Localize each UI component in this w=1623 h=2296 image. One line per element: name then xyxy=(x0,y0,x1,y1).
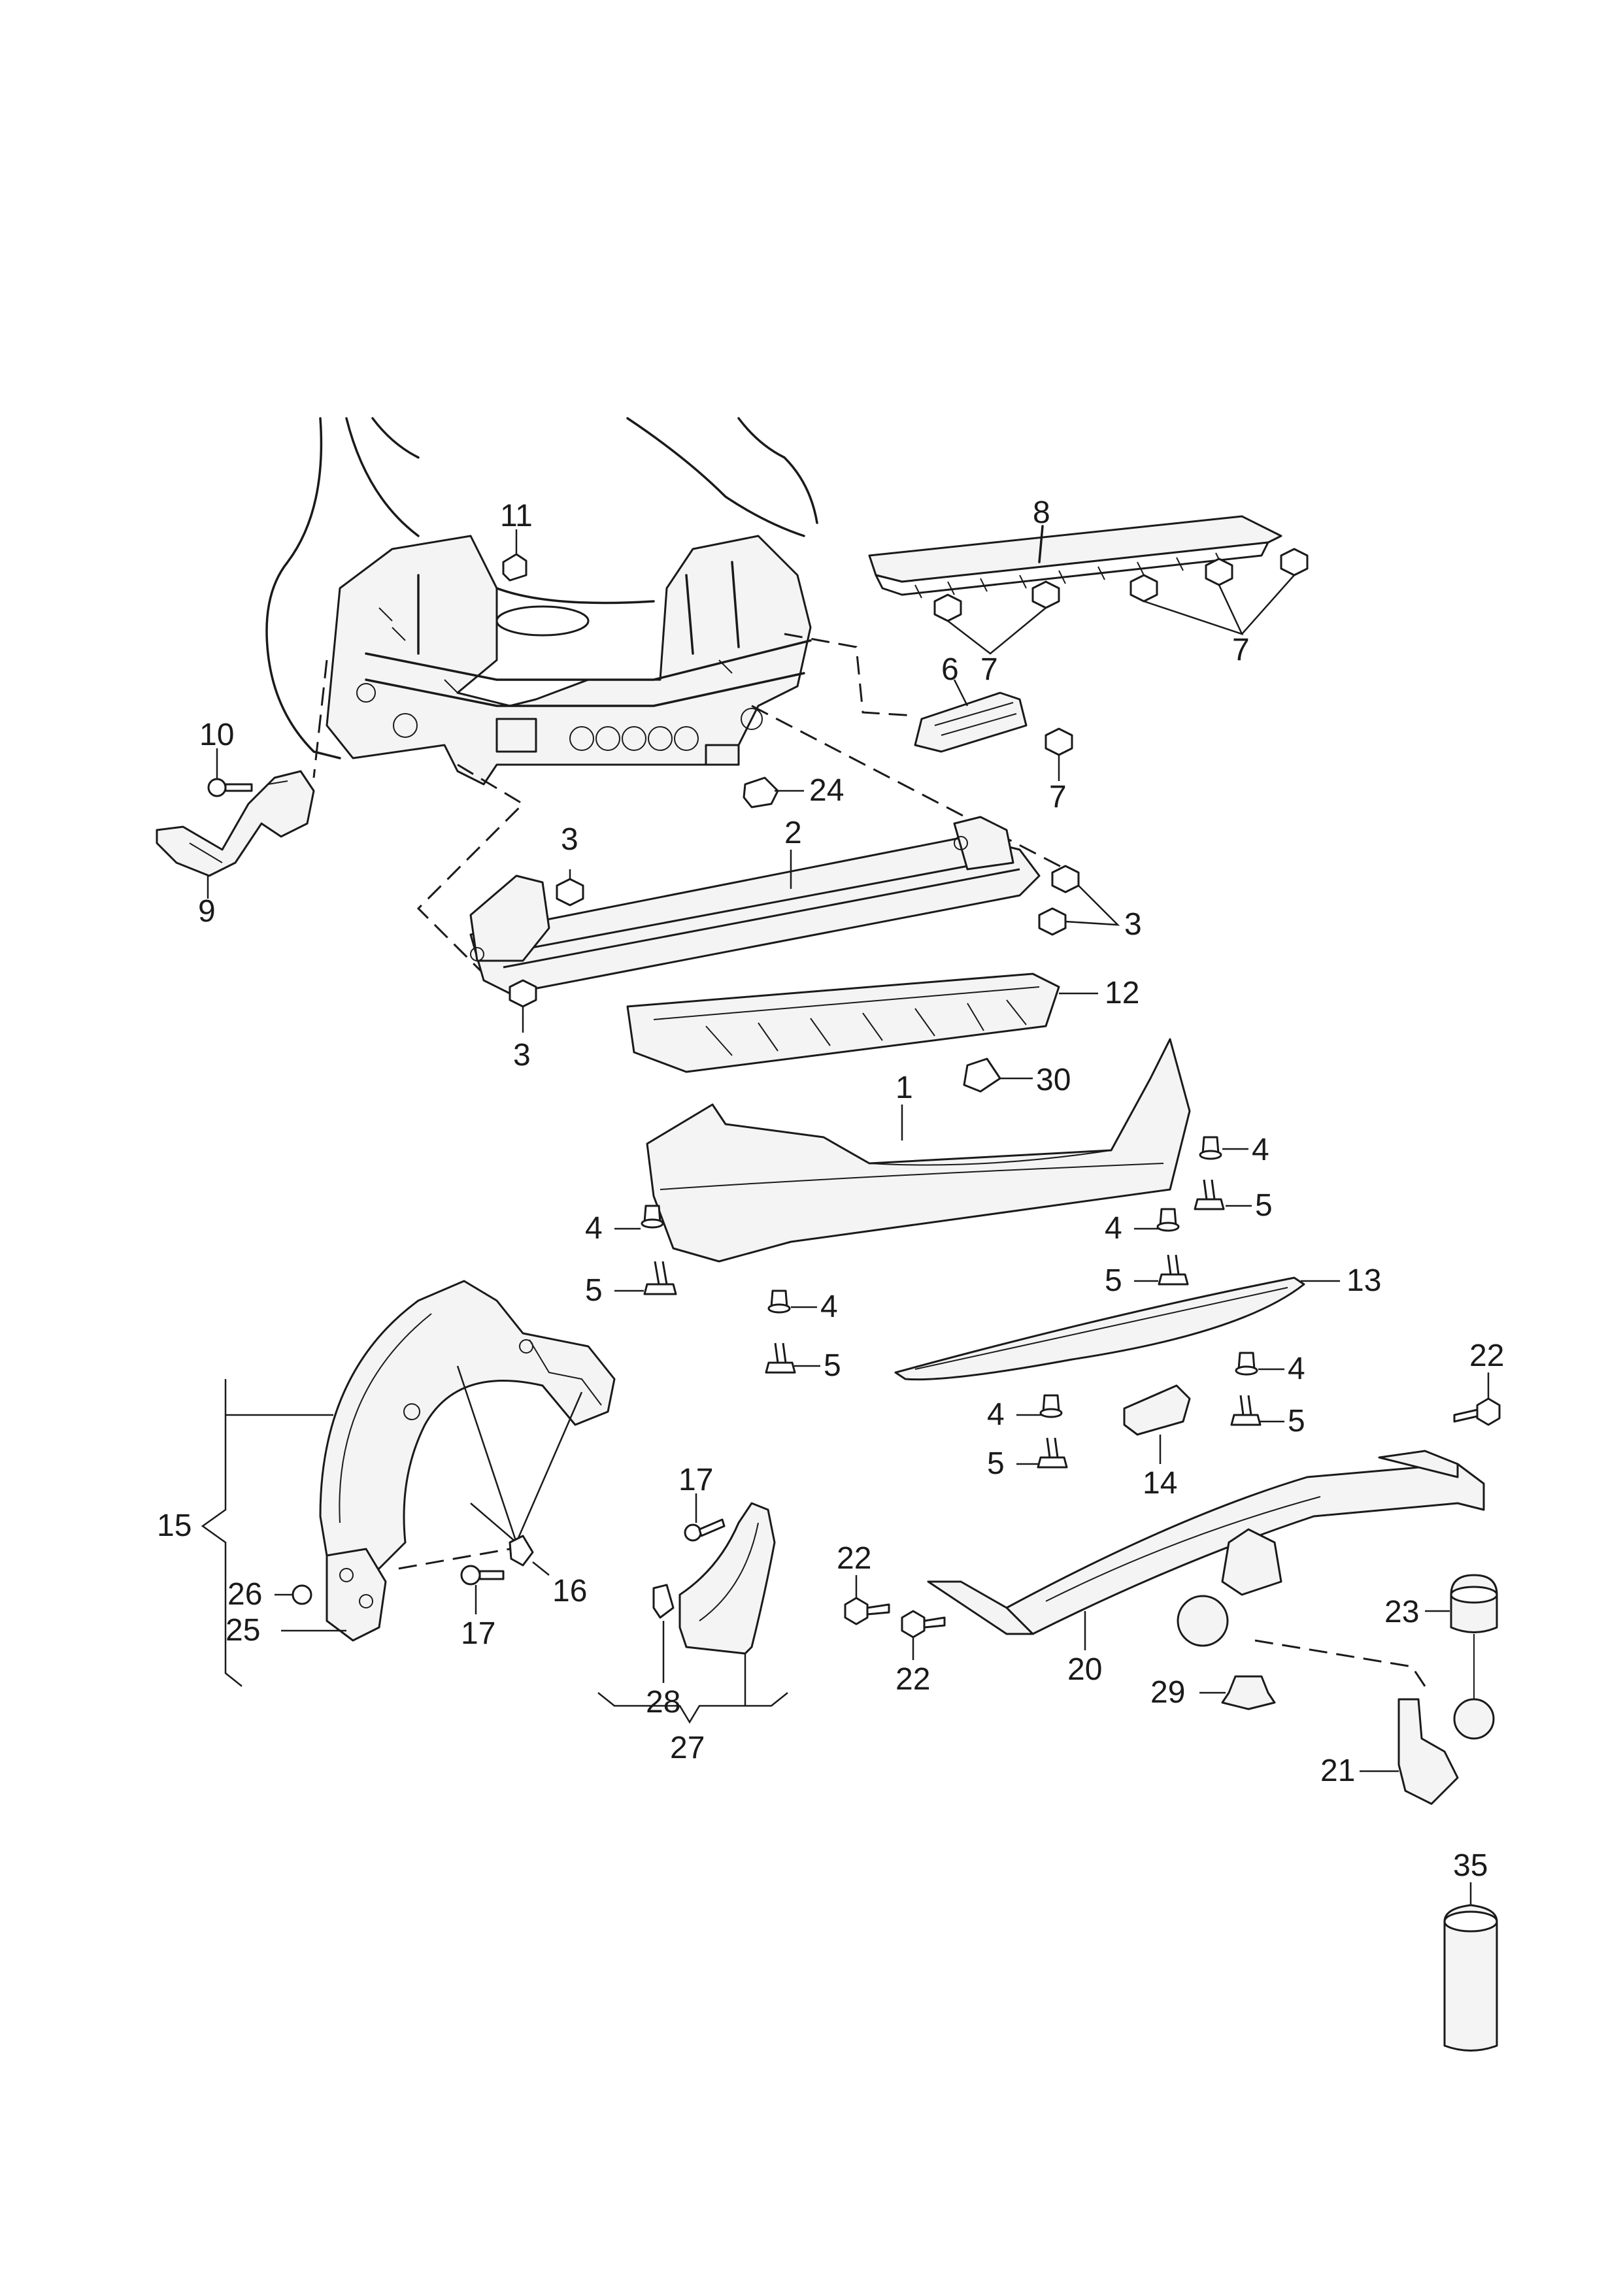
part-29-plug xyxy=(1199,1675,1276,1710)
callout-labels: 1 2 3 3 3 4 4 4 4 4 4 5 5 5 5 5 5 6 7 7 … xyxy=(157,495,1504,1883)
part-15-liner xyxy=(226,1280,616,1570)
callout-20: 20 xyxy=(1067,1652,1102,1687)
callout-4: 4 xyxy=(820,1289,838,1324)
callout-21: 21 xyxy=(1320,1754,1355,1788)
nuts-3 xyxy=(509,865,1120,1033)
bracket-27-group xyxy=(597,1692,788,1724)
callout-22: 22 xyxy=(895,1662,930,1697)
callout-9: 9 xyxy=(198,894,216,929)
part-14-cap xyxy=(1123,1384,1191,1464)
callout-4: 4 xyxy=(1105,1211,1122,1246)
part-26-screw xyxy=(275,1584,312,1605)
part-23-cap xyxy=(1425,1574,1498,1633)
callout-17: 17 xyxy=(678,1463,713,1497)
part-35-canister xyxy=(1443,1882,1498,2052)
part-2-beam xyxy=(469,816,1041,995)
callout-1: 1 xyxy=(895,1071,913,1105)
callout-30: 30 xyxy=(1036,1063,1071,1097)
callout-29: 29 xyxy=(1150,1675,1185,1710)
part-28-clip xyxy=(652,1584,675,1683)
callout-15: 15 xyxy=(157,1508,192,1543)
callout-14: 14 xyxy=(1143,1466,1177,1501)
callout-7: 7 xyxy=(1232,633,1250,667)
part-20-hitch-bar xyxy=(927,1450,1485,1650)
callout-7: 7 xyxy=(980,652,998,687)
assembly-lines xyxy=(312,633,1426,1687)
callout-8: 8 xyxy=(1033,495,1050,530)
part-25-bracket xyxy=(281,1548,387,1642)
part-22-bolts xyxy=(844,1373,1501,1660)
part-17-screws xyxy=(460,1493,726,1614)
callout-35: 35 xyxy=(1453,1848,1488,1883)
callout-17: 17 xyxy=(461,1616,495,1651)
part-9-bracket xyxy=(156,770,315,899)
callout-3: 3 xyxy=(513,1038,531,1073)
part-16-clip xyxy=(509,1535,550,1576)
part-30-clip xyxy=(963,1057,1033,1093)
callout-22: 22 xyxy=(837,1541,871,1576)
part-8-rail xyxy=(868,515,1282,599)
callout-16: 16 xyxy=(552,1574,587,1608)
part-12-absorber xyxy=(626,973,1098,1073)
callout-2: 2 xyxy=(784,816,802,850)
callout-22: 22 xyxy=(1469,1339,1504,1373)
callout-4: 4 xyxy=(1288,1352,1305,1386)
part-11-clip xyxy=(502,529,527,582)
part-6-bracket xyxy=(914,679,1028,753)
callout-12: 12 xyxy=(1105,976,1139,1010)
callout-5: 5 xyxy=(1255,1188,1273,1223)
callout-26: 26 xyxy=(227,1577,262,1612)
part-13-trim xyxy=(894,1276,1340,1381)
nuts-7 xyxy=(933,548,1309,781)
part-21-ball-head xyxy=(1177,1595,1495,1805)
callout-3: 3 xyxy=(561,822,578,857)
rear-body-panel xyxy=(265,417,818,786)
part-27-mudflap xyxy=(678,1502,776,1706)
callout-24: 24 xyxy=(809,773,844,808)
callout-6: 6 xyxy=(941,652,959,687)
callout-7: 7 xyxy=(1049,780,1067,814)
callout-4: 4 xyxy=(1252,1133,1269,1167)
part-10-screw xyxy=(207,748,253,797)
callout-5: 5 xyxy=(824,1348,841,1383)
callout-27: 27 xyxy=(670,1731,705,1765)
part-1-bumper-cover xyxy=(646,1038,1191,1263)
callout-10: 10 xyxy=(199,718,234,752)
callout-4: 4 xyxy=(987,1397,1005,1432)
callout-25: 25 xyxy=(226,1613,260,1648)
callout-4: 4 xyxy=(585,1211,603,1246)
fasteners-4-5 xyxy=(614,1136,1284,1469)
bracket-15-group xyxy=(201,1379,243,1687)
callout-5: 5 xyxy=(585,1273,603,1308)
callout-5: 5 xyxy=(987,1446,1005,1481)
part-24-clip xyxy=(743,776,804,808)
callout-5: 5 xyxy=(1288,1404,1305,1439)
callout-28: 28 xyxy=(646,1685,680,1720)
callout-13: 13 xyxy=(1347,1263,1381,1298)
callout-11: 11 xyxy=(500,499,533,533)
callout-5: 5 xyxy=(1105,1263,1122,1298)
callout-3: 3 xyxy=(1124,907,1142,942)
callout-23: 23 xyxy=(1384,1595,1419,1629)
